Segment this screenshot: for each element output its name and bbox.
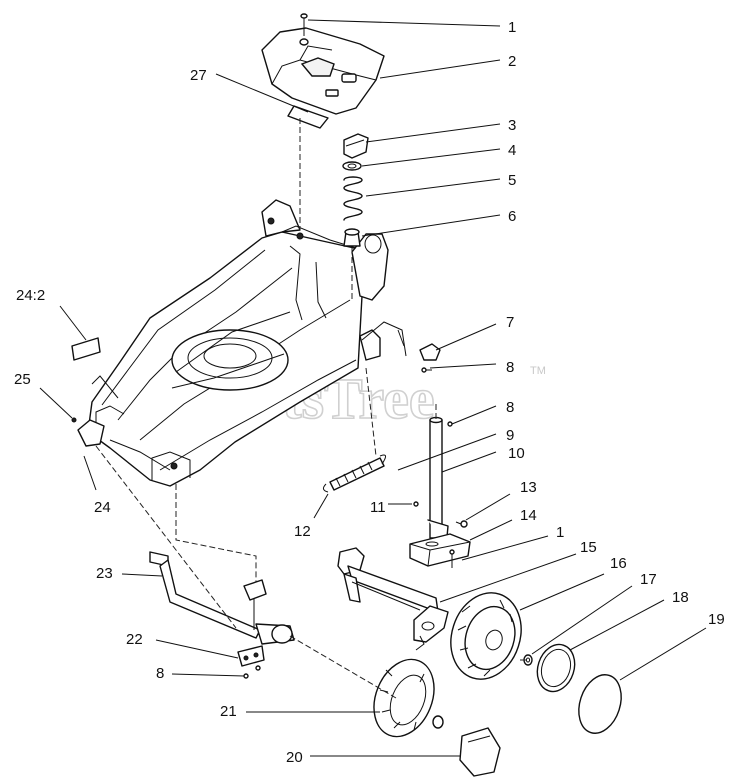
callout-27: 27 xyxy=(190,67,207,84)
callout-16: 16 xyxy=(610,555,627,572)
hubcap-part-18 xyxy=(536,643,576,693)
decal-part-24-2 xyxy=(71,337,101,361)
cap-part-3 xyxy=(343,133,369,159)
callout-2: 2 xyxy=(508,53,516,70)
dashed-guide-spring-12 xyxy=(365,367,377,457)
extension-spring-part-12 xyxy=(322,454,386,493)
axle-assembly-part-15 xyxy=(337,547,449,651)
dashed-guide-rear xyxy=(175,484,257,582)
mower-deck-housing xyxy=(77,199,407,487)
bracket-part-22 xyxy=(237,645,265,667)
callout-7: 7 xyxy=(506,314,514,331)
callout-1: 1 xyxy=(508,19,516,36)
washer-part-4 xyxy=(342,161,362,171)
callout-8-mid: 8 xyxy=(506,399,514,416)
screw-part-8-mid xyxy=(447,421,453,427)
callout-4: 4 xyxy=(508,142,516,159)
callout-25: 25 xyxy=(14,371,31,388)
dashed-guide-rear-wheel xyxy=(289,635,397,699)
callout-10: 10 xyxy=(508,445,525,462)
callout-9: 9 xyxy=(506,427,514,444)
callout-14: 14 xyxy=(520,507,537,524)
callout-labels: 1 2 27 3 4 5 6 24:2 25 7 8 8 9 10 24 11 … xyxy=(14,19,725,766)
callout-19: 19 xyxy=(708,611,725,628)
callout-5: 5 xyxy=(508,172,516,189)
callout-12: 12 xyxy=(294,523,311,540)
label-part-27 xyxy=(287,105,329,129)
rear-bracket-clip xyxy=(243,579,267,630)
callout-20: 20 xyxy=(286,749,303,766)
callout-1-lower: 1 xyxy=(556,524,564,541)
callout-15: 15 xyxy=(580,539,597,556)
rear-wheel-part-21 xyxy=(373,658,444,738)
screw-part-8-upper xyxy=(421,367,432,373)
adjust-post-part-10 xyxy=(427,416,449,549)
callout-24: 24 xyxy=(94,499,111,516)
callout-3: 3 xyxy=(508,117,516,134)
screw-part-11 xyxy=(413,501,419,507)
callout-24-2: 24:2 xyxy=(16,287,45,304)
callout-13: 13 xyxy=(520,479,537,496)
callout-6: 6 xyxy=(508,208,516,225)
spring-part-5 xyxy=(343,176,363,221)
watermark-trademark: TM xyxy=(530,365,546,377)
clip-part-7 xyxy=(419,343,441,361)
dashed-guide-left xyxy=(95,445,237,629)
callout-11: 11 xyxy=(370,499,386,516)
screw-part-8-lower xyxy=(243,665,261,679)
screw-part-1-lower xyxy=(449,549,455,568)
wheel-part-16 xyxy=(450,592,522,680)
leader-lines xyxy=(39,19,707,757)
screw-part-13 xyxy=(455,520,468,528)
screw-part-1 xyxy=(299,13,309,46)
wheel-cover-part-20 xyxy=(459,727,501,777)
cap-part-19 xyxy=(578,674,622,734)
callout-23: 23 xyxy=(96,565,113,582)
callout-21: 21 xyxy=(220,703,237,720)
callout-8-lower: 8 xyxy=(156,665,164,682)
screw-part-25 xyxy=(71,417,77,423)
bushing-part-6 xyxy=(343,228,361,247)
adjust-block-part-14 xyxy=(409,533,471,567)
callout-8-upper: 8 xyxy=(506,359,514,376)
callout-22: 22 xyxy=(126,631,143,648)
callout-17: 17 xyxy=(640,571,657,588)
callout-18: 18 xyxy=(672,589,689,606)
handle-cover-part-2 xyxy=(261,27,385,115)
rear-axle-part-23 xyxy=(149,551,295,645)
